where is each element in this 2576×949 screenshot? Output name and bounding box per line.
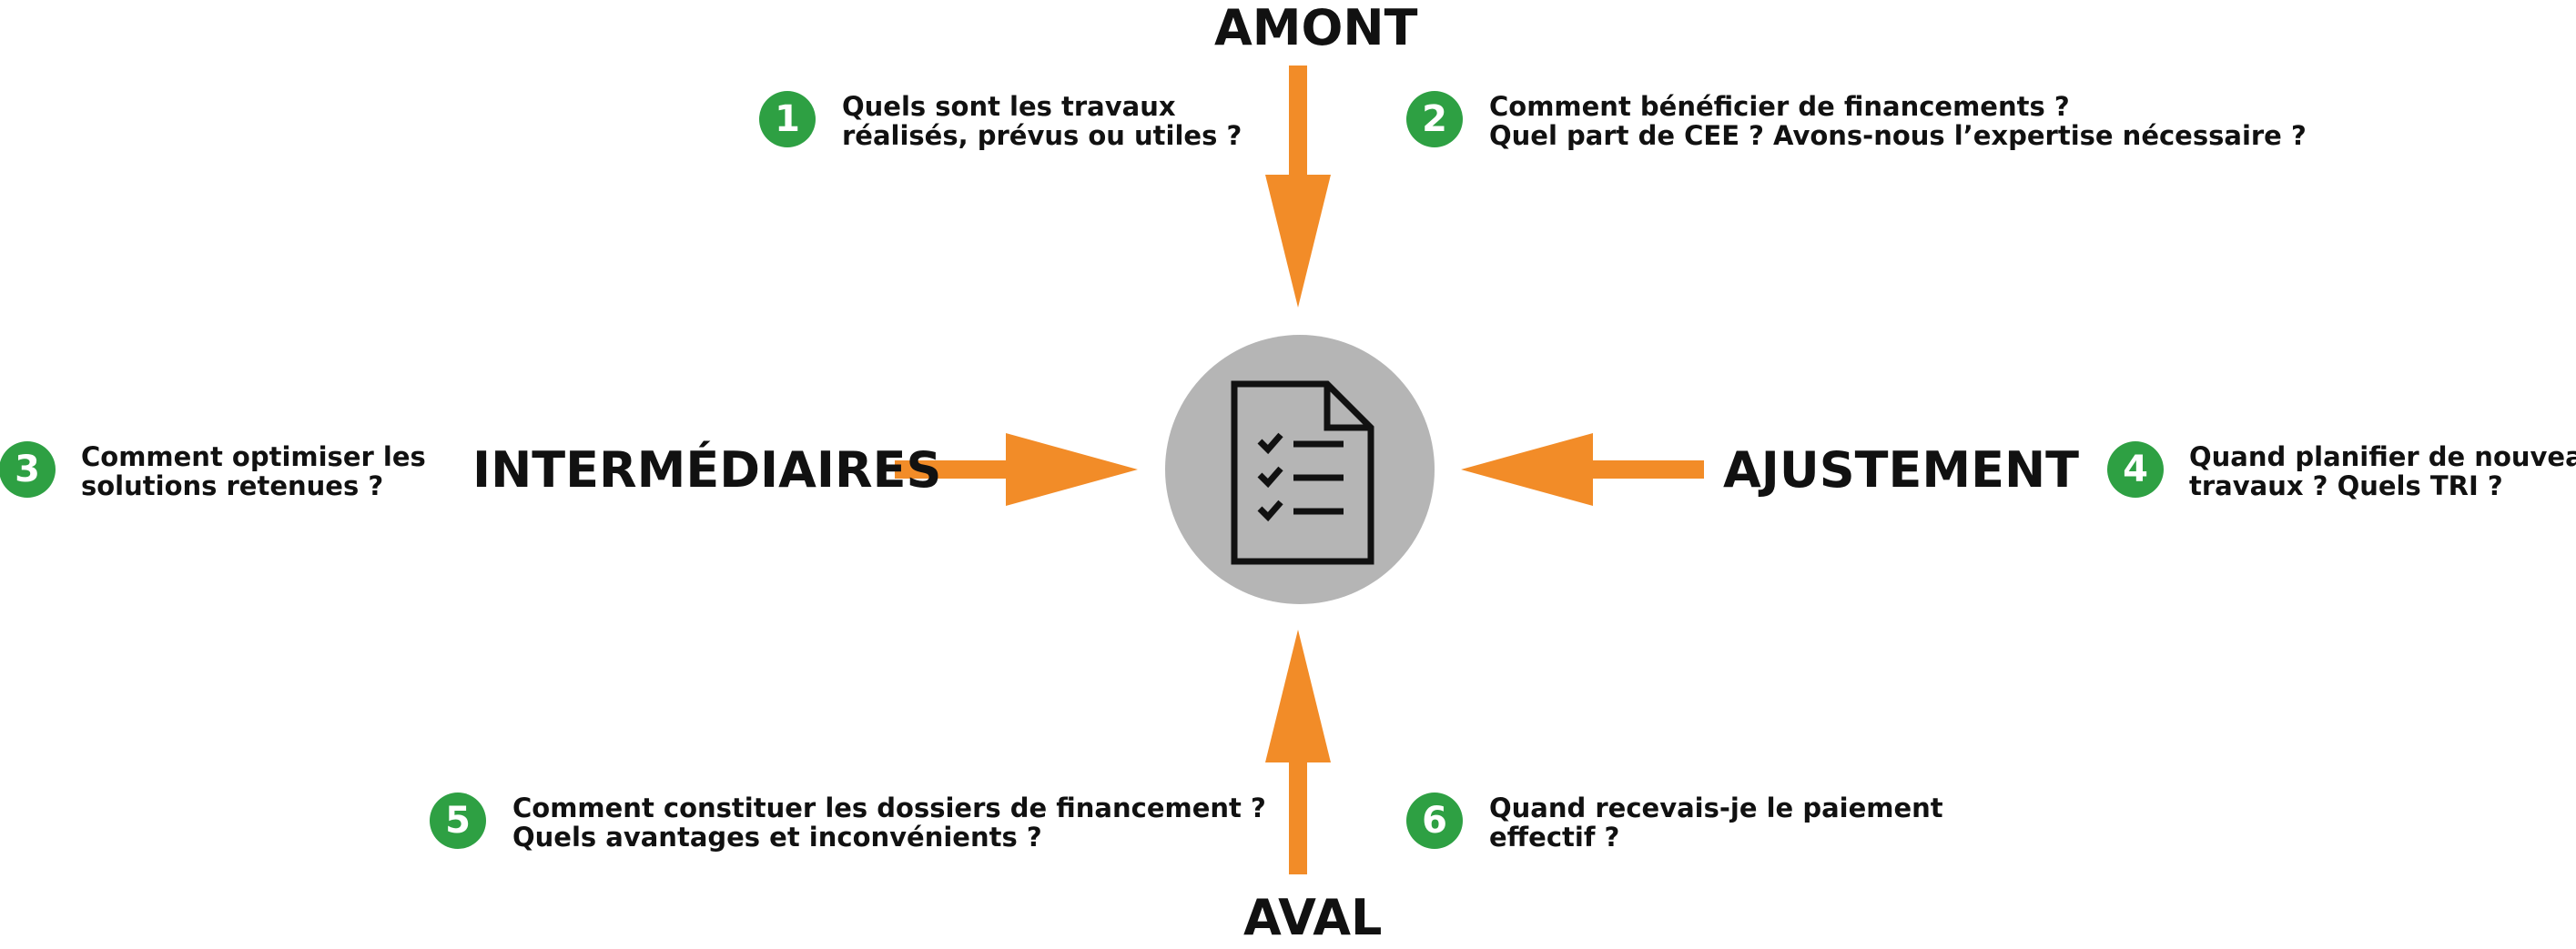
label-right-ajustement: AJUSTEMENT	[1723, 441, 2079, 499]
question-1-line-2: réalisés, prévus ou utiles ?	[842, 120, 1242, 151]
arrow-from-bottom	[1265, 630, 1331, 874]
question-3: Comment optimiser les solutions retenues…	[81, 442, 426, 500]
question-6-line-2: effectif ?	[1489, 822, 1620, 853]
label-bottom-aval: AVAL	[1243, 889, 1383, 946]
question-3-line-1: Comment optimiser les	[81, 441, 426, 472]
arrow-from-left	[895, 433, 1138, 506]
question-5: Comment constituer les dossiers de finan…	[512, 793, 1266, 852]
question-4-line-1: Quand planifier de nouveaux	[2189, 441, 2576, 472]
question-3-line-2: solutions retenues ?	[81, 470, 384, 501]
question-4-line-2: travaux ? Quels TRI ?	[2189, 470, 2503, 501]
question-2-line-2: Quel part de CEE ? Avons-nous l’expertis…	[1489, 120, 2307, 151]
arrow-from-right	[1461, 433, 1704, 506]
checklist-document-icon	[1231, 380, 1374, 565]
number-badge-6: 6	[1406, 793, 1463, 849]
question-6: Quand recevais-je le paiement effectif ?	[1489, 793, 1943, 852]
number-badge-1: 1	[759, 91, 816, 147]
question-1: Quels sont les travaux réalisés, prévus …	[842, 92, 1242, 150]
question-2-line-1: Comment bénéficier de financements ?	[1489, 91, 2070, 122]
question-6-line-1: Quand recevais-je le paiement	[1489, 793, 1943, 823]
number-badge-4: 4	[2107, 441, 2164, 498]
number-badge-3: 3	[0, 441, 56, 498]
question-1-line-1: Quels sont les travaux	[842, 91, 1176, 122]
number-badge-2: 2	[1406, 91, 1463, 147]
label-top-amont: AMONT	[1214, 0, 1418, 56]
question-4: Quand planifier de nouveaux travaux ? Qu…	[2189, 442, 2576, 500]
question-5-line-2: Quels avantages et inconvénients ?	[512, 822, 1042, 853]
arrow-from-top	[1265, 66, 1331, 308]
label-left-intermediaires: INTERMÉDIAIRES	[472, 441, 942, 499]
question-5-line-1: Comment constituer les dossiers de finan…	[512, 793, 1266, 823]
question-2: Comment bénéficier de financements ? Que…	[1489, 92, 2307, 150]
number-badge-5: 5	[430, 793, 486, 849]
